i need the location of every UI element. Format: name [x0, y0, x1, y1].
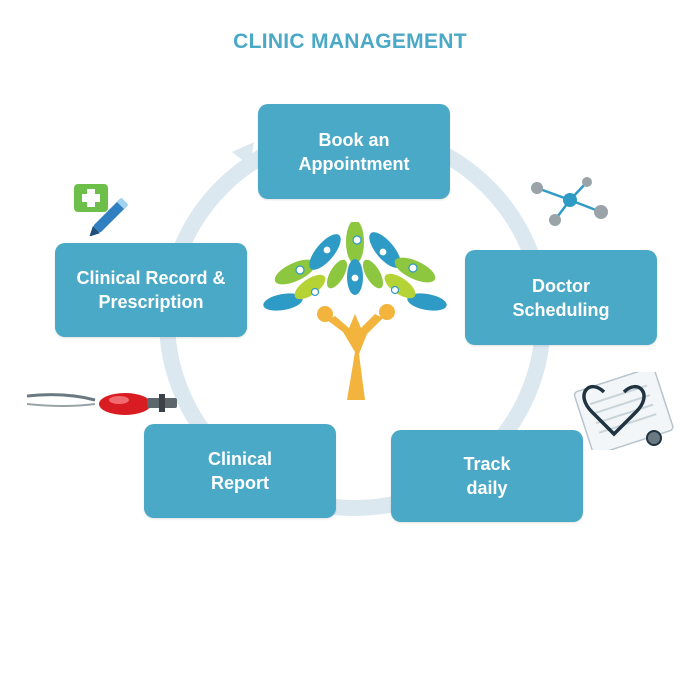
- cycle-arrow-icon: [232, 142, 254, 166]
- page-title: CLINIC MANAGEMENT: [233, 30, 467, 53]
- step-doctor-scheduling[interactable]: Doctor Scheduling: [465, 250, 657, 345]
- pump-icon: [26, 393, 177, 415]
- step-clinical-report[interactable]: Clinical Report: [144, 424, 336, 518]
- step-label: Book an Appointment: [298, 129, 410, 174]
- step-label: Track daily: [463, 454, 511, 498]
- step-clinical-record-prescription[interactable]: Clinical Record & Prescription: [55, 243, 247, 337]
- step-book-appointment[interactable]: Book an Appointment: [258, 104, 450, 199]
- tree-people-icon: [263, 222, 447, 400]
- molecule-icon: [531, 177, 608, 226]
- step-track-daily[interactable]: Track daily: [391, 430, 583, 522]
- step-label: Doctor Scheduling: [512, 275, 610, 320]
- step-label: Clinical Report: [207, 449, 273, 493]
- medical-record-pen-icon: [74, 184, 129, 236]
- step-label: Clinical Record & Prescription: [76, 268, 226, 312]
- stethoscope-clipboard-icon: [573, 372, 674, 450]
